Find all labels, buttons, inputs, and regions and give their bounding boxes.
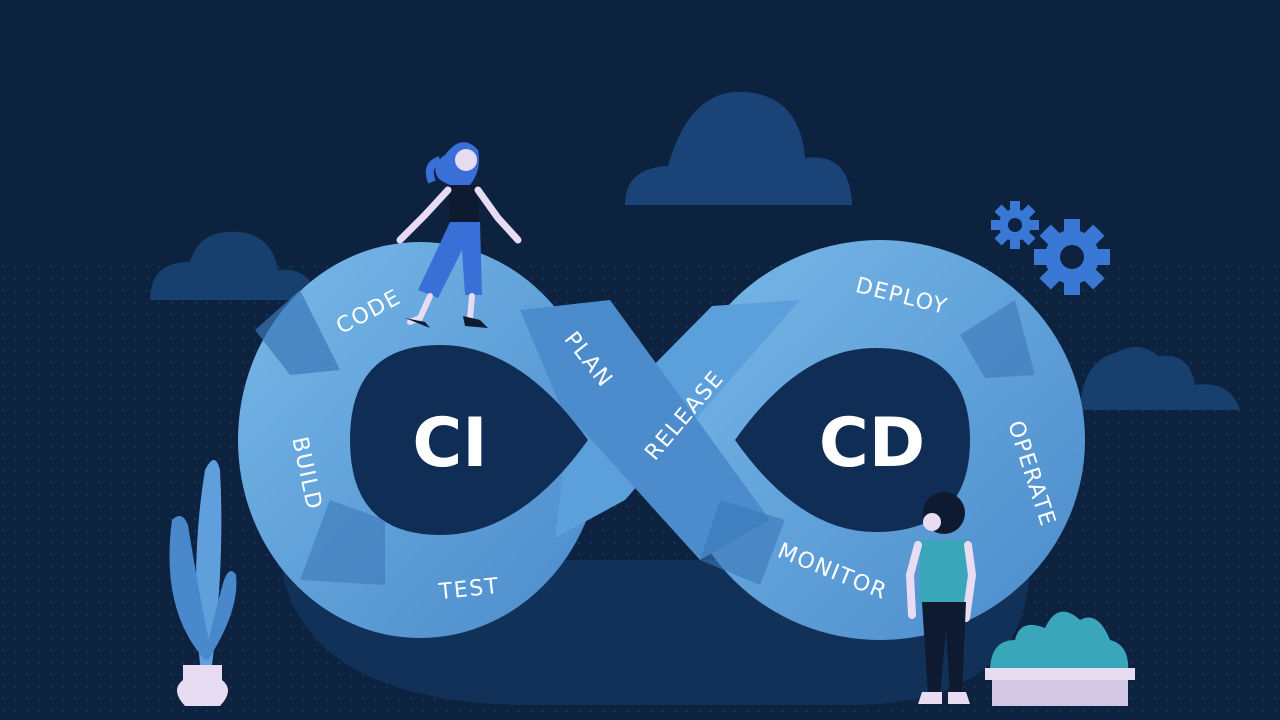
man-figure-icon (905, 492, 977, 704)
segment-facet (300, 500, 385, 585)
woman-figure-icon (396, 142, 522, 328)
cross-band-plan (520, 300, 770, 560)
infinity-loop (238, 240, 1085, 640)
segment-facet (255, 290, 340, 375)
gear-icon (1034, 219, 1110, 295)
segment-facet (960, 300, 1035, 378)
cd-label: CD (819, 404, 925, 483)
cd-inner-hole (735, 348, 970, 532)
cloud-icon (625, 91, 852, 205)
segment-facet (700, 500, 785, 585)
gear-icon (991, 201, 1039, 249)
cloud-icon (150, 231, 318, 300)
ci-label: CI (412, 404, 487, 483)
cloud-icon (1080, 346, 1240, 410)
ci-inner-hole (350, 345, 588, 535)
plant-icon (169, 460, 237, 706)
bush-icon (985, 611, 1135, 706)
